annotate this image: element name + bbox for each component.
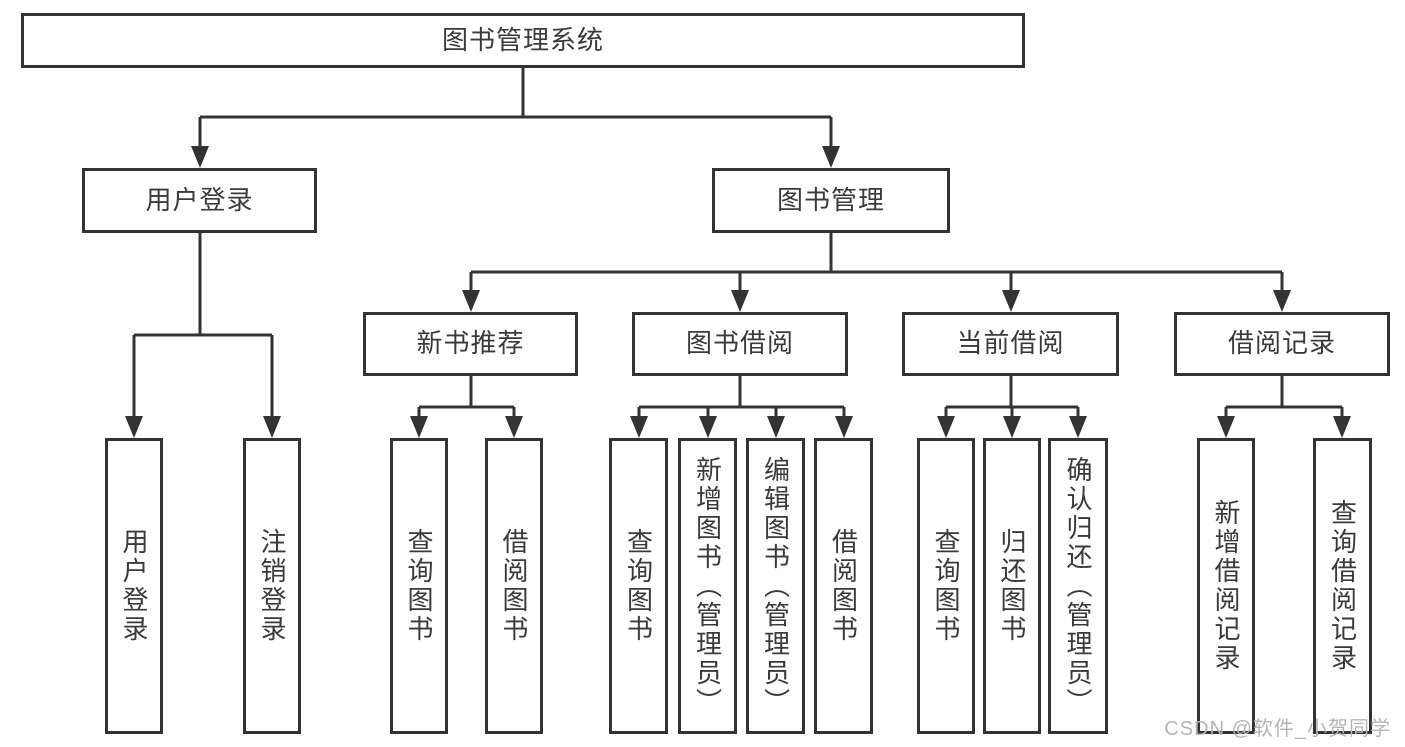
csdn-watermark: CSDN @软件_小贺同学 xyxy=(1164,718,1391,740)
leaf-borrow-books: 借阅图书 xyxy=(485,438,543,734)
leaf-return-books: 归还图书 xyxy=(983,438,1041,734)
leaf-add-books-admin: 新增图书（管理员） xyxy=(678,438,737,734)
leaf-search-books: 查询图书 xyxy=(917,438,975,734)
leaf-search-borrow-record: 查询借阅记录 xyxy=(1313,438,1372,734)
leaf-edit-books-admin: 编辑图书（管理员） xyxy=(746,438,805,734)
arrowhead-icons xyxy=(125,146,1351,438)
node-current-borrowing: 当前借阅 xyxy=(902,312,1119,376)
node-book-borrowing: 图书借阅 xyxy=(632,312,848,376)
leaf-confirm-return-admin: 确认归还（管理员） xyxy=(1048,438,1108,734)
leaf-user-login: 用户登录 xyxy=(105,438,163,734)
node-new-book-recommendation: 新书推荐 xyxy=(363,312,578,376)
node-borrowing-records: 借阅记录 xyxy=(1174,312,1390,376)
node-book-management: 图书管理 xyxy=(712,168,950,233)
leaf-search-books: 查询图书 xyxy=(609,438,668,734)
leaf-search-books: 查询图书 xyxy=(390,438,448,734)
node-library-management-system: 图书管理系统 xyxy=(21,13,1025,68)
leaf-logout: 注销登录 xyxy=(243,438,301,734)
node-user-login: 用户登录 xyxy=(82,168,317,233)
leaf-borrow-books: 借阅图书 xyxy=(814,438,873,734)
leaf-add-borrow-record: 新增借阅记录 xyxy=(1197,438,1255,734)
